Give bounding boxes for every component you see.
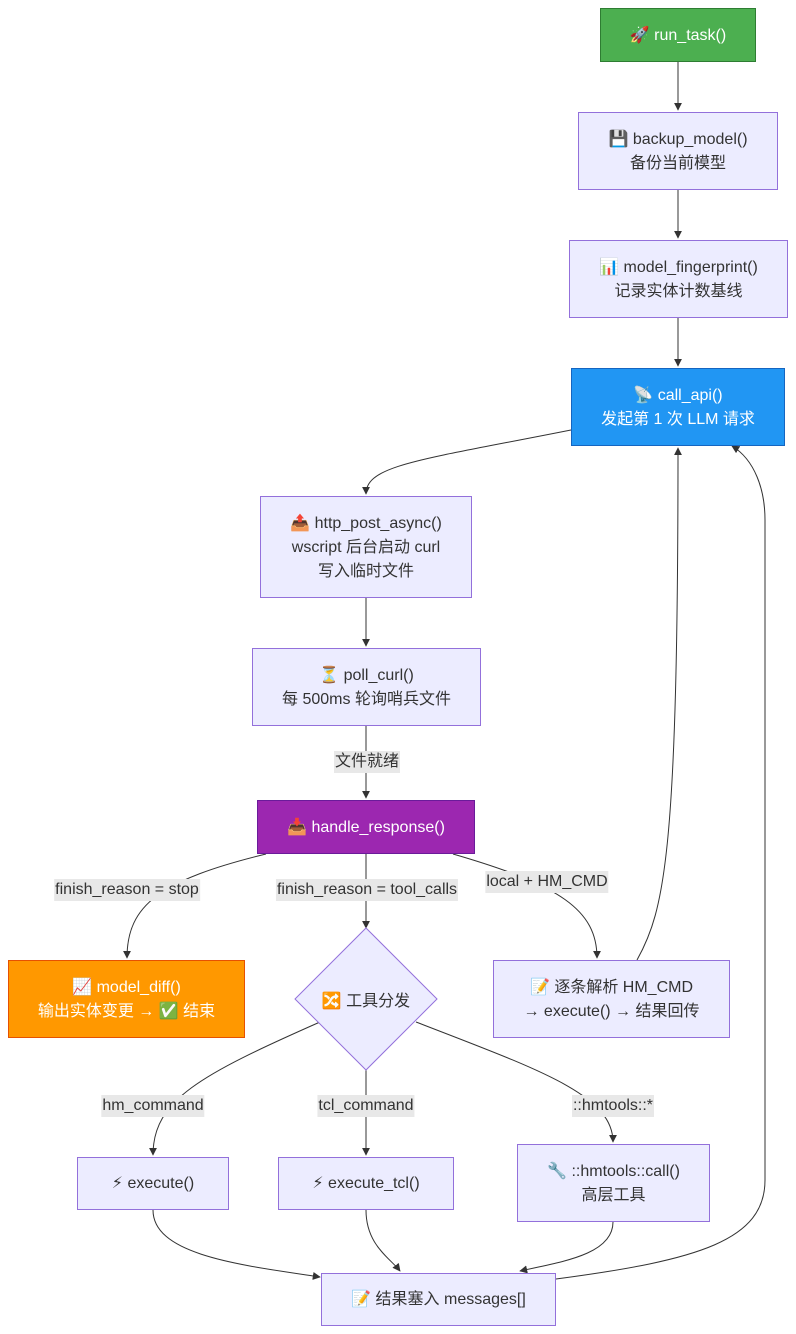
edge-label-tcl-command: tcl_command [317, 1095, 415, 1117]
node-hmtools-call: 🔧 ::hmtools::call() 高层工具 [517, 1144, 710, 1222]
model-diff-label: model_diff() [96, 978, 181, 996]
memo-icon: 📝 [529, 976, 550, 996]
run-task-label: run_task() [654, 26, 727, 44]
edge-label-local-hm-cmd: local + HM_CMD [485, 871, 609, 893]
execute-label: execute() [127, 1175, 195, 1192]
model-fingerprint-desc: 记录实体计数基线 [614, 282, 743, 300]
edge-handle-to-model-diff [123, 853, 267, 959]
edge-label-hm-command: hm_command [101, 1095, 205, 1117]
poll-curl-desc: 每 500ms 轮询哨兵文件 [282, 690, 451, 708]
node-http-post-async: 📤 http_post_async() wscript 后台启动 curl 写入… [260, 496, 472, 598]
handle-response-label: handle_response() [311, 818, 445, 836]
edge-dispatch-to-hmtools-call [415, 1021, 617, 1143]
bar-chart-icon: 📊 [599, 256, 620, 276]
backup-model-desc: 备份当前模型 [629, 154, 726, 172]
node-execute: ⚡ execute() [77, 1157, 229, 1210]
shuffle-icon: 🔀 [321, 991, 342, 1010]
backup-model-label: backup_model() [632, 130, 748, 148]
call-api-desc: 发起第 1 次 LLM 请求 [601, 410, 755, 428]
edge-parse-hm-cmd-to-call-api [636, 447, 682, 961]
lightning-icon: ⚡ [312, 1173, 324, 1192]
memo-icon: 📝 [351, 1289, 372, 1308]
hmtools-call-label: ::hmtools::call() [571, 1162, 680, 1180]
edge-label-hmtools-star: ::hmtools::* [571, 1095, 655, 1117]
lightning-icon: ⚡ [111, 1173, 124, 1192]
node-handle-response: 📥 handle_response() [257, 800, 475, 854]
edge-execute-tcl-to-messages [365, 1209, 401, 1272]
hmtools-call-desc: 高层工具 [581, 1186, 646, 1204]
outbox-tray-icon: 📤 [290, 512, 311, 532]
edge-call-api-to-http-post [362, 429, 572, 495]
dispatch-diamond-shape [294, 927, 438, 1071]
wrench-icon: 🔧 [547, 1160, 567, 1180]
node-messages: 📝 结果塞入 messages[] [321, 1273, 556, 1326]
call-api-label: call_api() [657, 386, 723, 404]
rocket-icon: 🚀 [629, 24, 650, 44]
edge-label-file-ready: 文件就绪 [333, 751, 401, 773]
node-call-api: 📡 call_api() 发起第 1 次 LLM 请求 [571, 368, 785, 446]
node-model-fingerprint: 📊 model_fingerprint() 记录实体计数基线 [569, 240, 788, 318]
edge-dispatch-to-execute [149, 1021, 321, 1156]
node-dispatch: 🔀 工具分发 [295, 928, 437, 1070]
edge-execute-to-messages [152, 1209, 321, 1280]
model-fingerprint-label: model_fingerprint() [623, 258, 758, 276]
node-poll-curl: ⏳ poll_curl() 每 500ms 轮询哨兵文件 [252, 648, 481, 726]
inbox-tray-icon: 📥 [287, 816, 308, 836]
chart-increasing-icon: 📈 [72, 976, 93, 996]
node-run-task: 🚀 run_task() [600, 8, 756, 62]
http-post-async-label: http_post_async() [314, 514, 442, 532]
messages-label: 结果塞入 messages[] [375, 1291, 526, 1308]
dispatch-label: 工具分发 [346, 993, 411, 1010]
node-execute-tcl: ⚡ execute_tcl() [278, 1157, 454, 1210]
edge-hmtools-call-to-messages [519, 1221, 614, 1274]
node-model-diff: 📈 model_diff() 输出实体变更 → ✅ 结束 [8, 960, 245, 1038]
node-backup-model: 💾 backup_model() 备份当前模型 [578, 112, 778, 190]
execute-tcl-label: execute_tcl() [328, 1175, 420, 1192]
http-post-async-desc-1: wscript 后台启动 curl [291, 538, 441, 556]
edge-label-finish-stop: finish_reason = stop [54, 879, 200, 901]
floppy-disk-icon: 💾 [608, 128, 629, 148]
edge-handle-to-parse-hm-cmd [452, 853, 601, 959]
edge-messages-to-call-api [555, 445, 766, 1280]
parse-hm-cmd-desc: → execute() → 结果回传 [523, 1002, 700, 1020]
model-diff-desc: 输出实体变更 → ✅ 结束 [37, 1002, 216, 1020]
node-parse-hm-cmd: 📝 逐条解析 HM_CMD → execute() → 结果回传 [493, 960, 730, 1038]
parse-hm-cmd-label: 逐条解析 HM_CMD [554, 978, 694, 996]
satellite-antenna-icon: 📡 [633, 384, 654, 404]
poll-curl-label: poll_curl() [343, 666, 414, 684]
edge-label-finish-tool-calls: finish_reason = tool_calls [275, 879, 459, 901]
hourglass-icon: ⏳ [319, 664, 340, 684]
http-post-async-desc-2: 写入临时文件 [317, 562, 414, 580]
